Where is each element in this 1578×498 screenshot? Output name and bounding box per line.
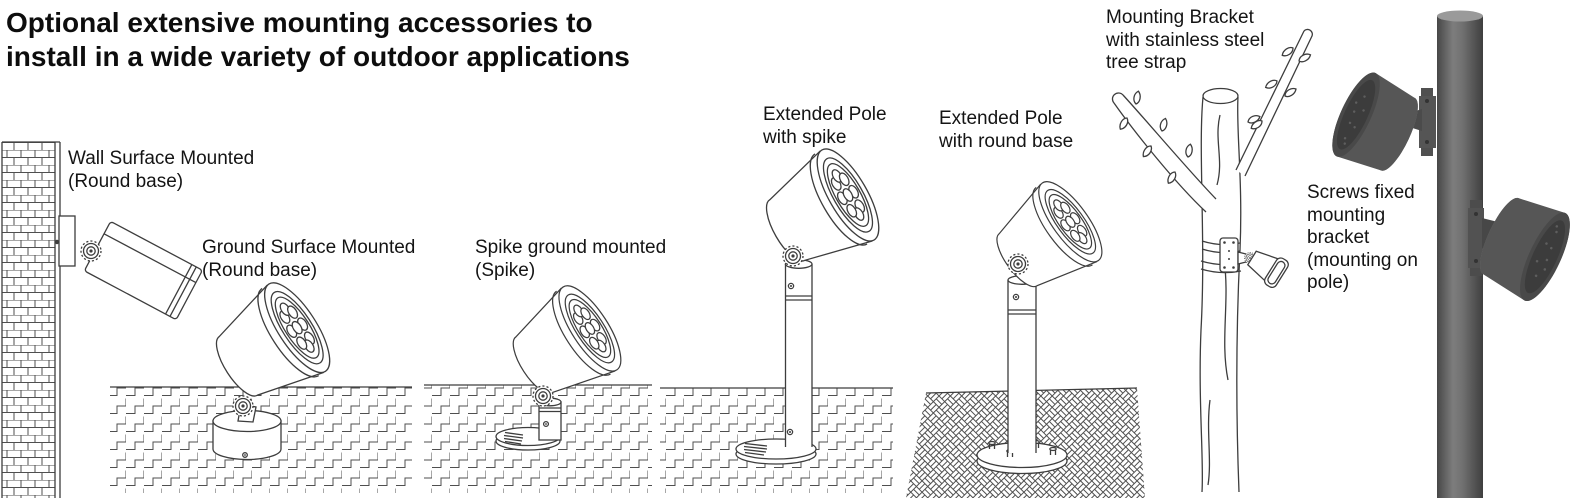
- wall-light-illustration: [54, 215, 203, 320]
- tree-illustration: [1111, 28, 1313, 493]
- tree-strap-light: [1200, 237, 1289, 289]
- render-light-lower: [1469, 187, 1578, 308]
- caption-screws-fixed-bracket: Screws fixed mounting bracket (mounting …: [1307, 182, 1418, 293]
- spike-light-illustration: [495, 276, 633, 451]
- caption-wall-surface-mounted: Wall Surface Mounted (Round base): [68, 148, 255, 192]
- ground-light-illustration: [198, 273, 343, 461]
- pole-round-base-light-illustration: [976, 172, 1114, 475]
- caption-extended-pole-spike: Extended Pole with spike: [763, 104, 887, 148]
- brick-wall: [1, 141, 61, 498]
- page-title: Optional extensive mounting accessories …: [6, 7, 630, 72]
- caption-extended-pole-round-base: Extended Pole with round base: [939, 108, 1074, 152]
- pole-spike-light-illustration: [735, 139, 892, 465]
- caption-spike-ground-mounted: Spike ground mounted (Spike): [475, 237, 667, 281]
- render-light-upper: [1323, 66, 1429, 181]
- pole-render-illustration: [1323, 10, 1578, 498]
- caption-ground-surface-mounted: Ground Surface Mounted (Round base): [202, 237, 416, 281]
- caption-tree-strap-bracket: Mounting Bracket with stainless steel tr…: [1106, 7, 1265, 73]
